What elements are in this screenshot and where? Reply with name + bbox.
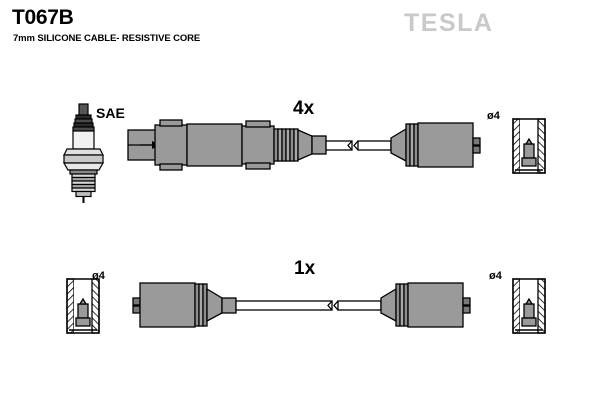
- lower-right-diameter-label: ø4: [489, 270, 502, 282]
- spark-plug-icon: [62, 103, 105, 203]
- tesla-brand-logo: TESLA: [404, 9, 494, 37]
- upper-right-diameter-label: ø4: [487, 110, 500, 122]
- terminal-cross-section-icon-lower-left: [66, 278, 100, 334]
- upper-cable-assembly: [127, 119, 481, 171]
- terminal-cross-section-icon-upper-right: [512, 118, 546, 174]
- upper-quantity-label: 4x: [293, 98, 315, 119]
- page-title: T067B: [12, 6, 74, 29]
- sae-standard-label: SAE: [96, 105, 125, 121]
- lower-cable-assembly: [132, 282, 471, 328]
- part-description: 7mm SILICONE CABLE- RESISTIVE CORE: [13, 33, 201, 44]
- lower-quantity-label: 1x: [294, 258, 316, 279]
- terminal-cross-section-icon-lower-right: [512, 278, 546, 334]
